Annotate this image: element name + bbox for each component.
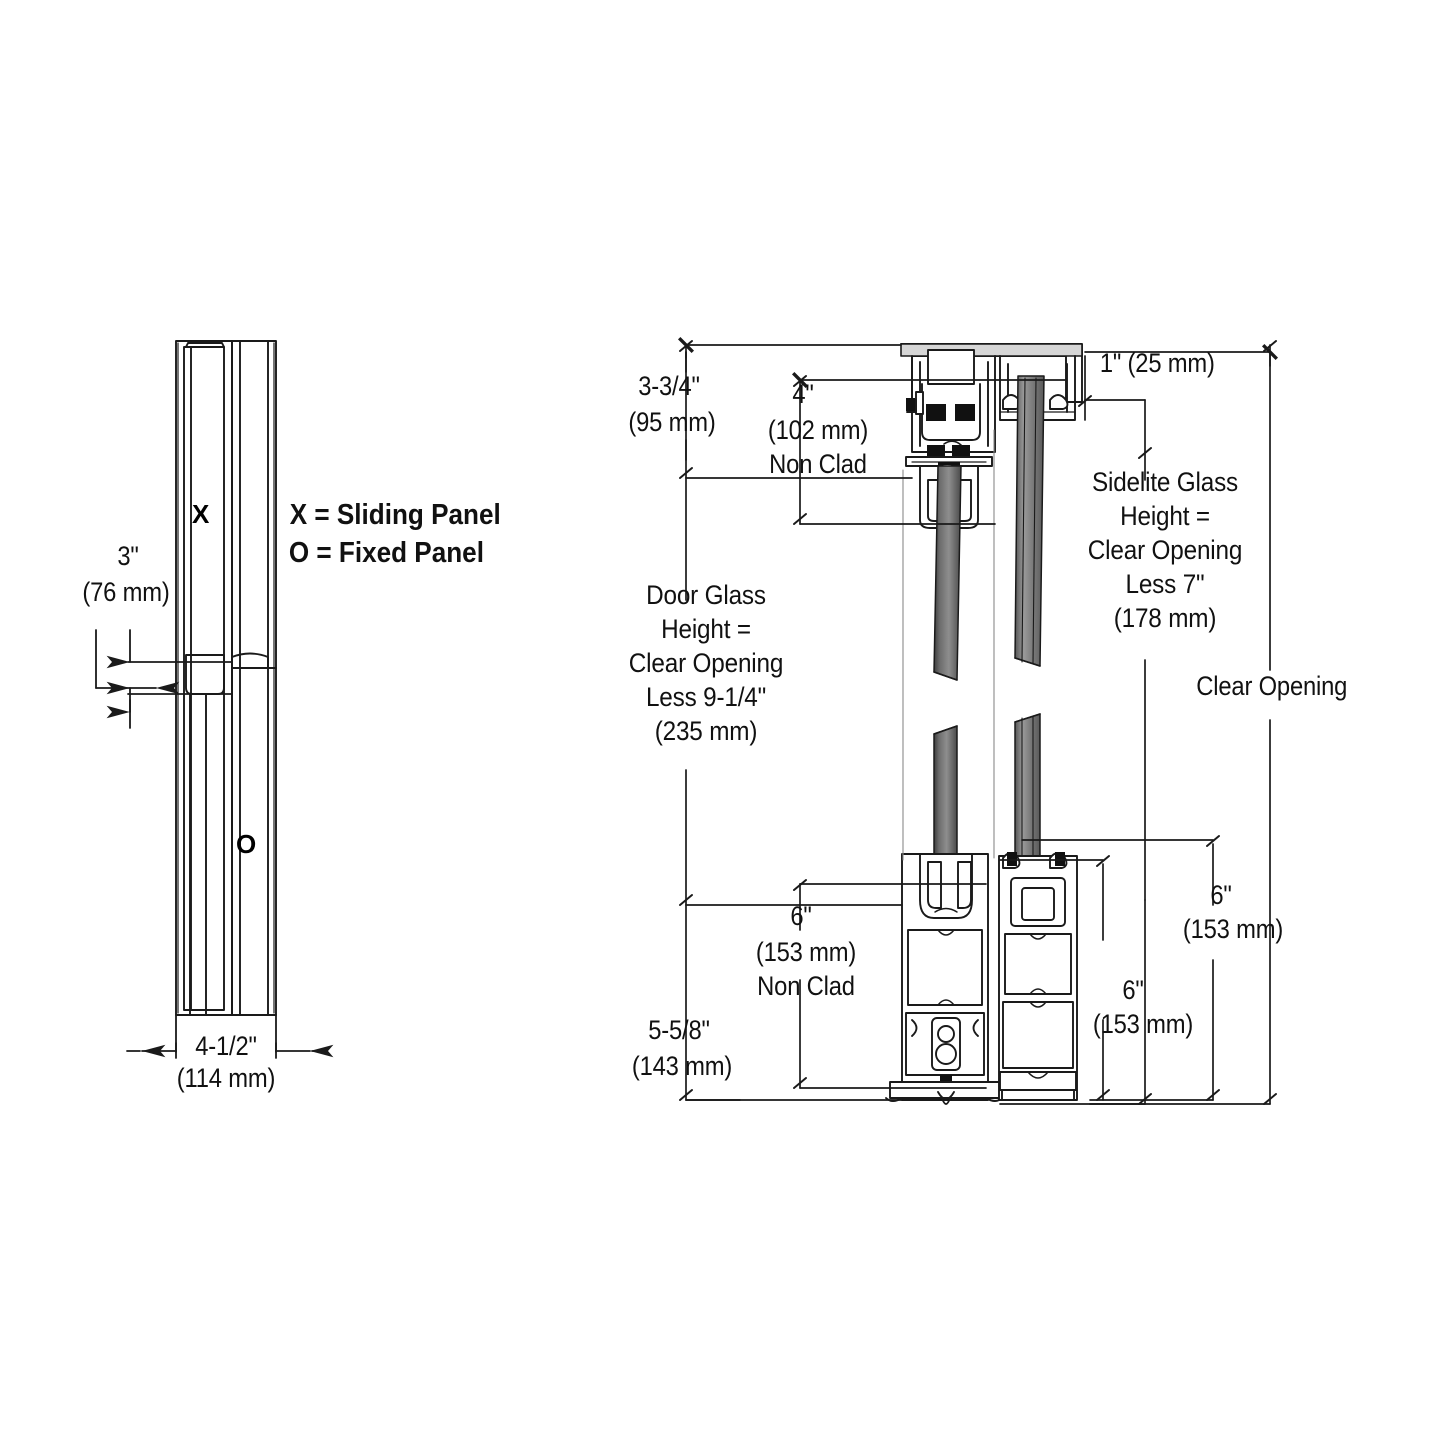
door-glass-height-line5: (235 mm) — [654, 716, 758, 746]
dim-sidelite-153mm-outer-metric: (153 mm) — [1182, 914, 1284, 944]
dim-4-5in-114mm — [126, 1014, 334, 1059]
door-glass-height-line1: Door Glass — [646, 580, 766, 610]
dim-3in-label: 3" — [117, 541, 139, 571]
dim-sidelite-6in-inner-imperial: 6" — [1122, 975, 1144, 1005]
dim-sidelite-6in-outer-imperial: 6" — [1210, 880, 1232, 910]
legend-fixed-panel: O = Fixed Panel — [288, 537, 484, 569]
panel-mark-sliding: X — [192, 499, 210, 529]
dim-sidelite-153mm-inner-metric: (153 mm) — [1092, 1009, 1194, 1039]
dim-5-5-8in-label: 5-5/8" — [648, 1015, 710, 1045]
dim-4in-non-clad-label: Non Clad — [769, 449, 867, 479]
door-glass-height-line4: Less 9-1/4" — [645, 682, 767, 712]
dim-1in-25mm-label: 1" (25 mm) — [1099, 348, 1215, 378]
right-section-geometry — [885, 343, 1083, 1105]
panel-mark-fixed: O — [236, 829, 257, 859]
dim-76mm-label: (76 mm) — [82, 577, 170, 607]
dim-6in-non-clad-note: Non Clad — [757, 971, 855, 1001]
sidelite-glass-height-line4: Less 7" — [1125, 569, 1205, 599]
sidelite-glass-height-line2: Height = — [1120, 501, 1210, 531]
left-plan-geometry — [175, 340, 277, 1016]
right-dimension-lines — [677, 336, 1279, 1105]
dim-6in-non-clad-imperial: 6" — [790, 901, 812, 931]
dim-153mm-non-clad-metric: (153 mm) — [755, 937, 857, 967]
dim-102mm-label: (102 mm) — [767, 415, 869, 445]
dim-4in-label: 4" — [792, 379, 814, 409]
legend-sliding-panel: X = Sliding Panel — [289, 499, 501, 531]
dim-143mm-label: (143 mm) — [631, 1051, 733, 1081]
dim-4-5in-label: 4-1/2" — [195, 1031, 257, 1061]
dim-114mm-label: (114 mm) — [176, 1063, 276, 1093]
sidelite-glass-height-line1: Sidelite Glass — [1091, 467, 1239, 497]
door-glass-height-line3: Clear Opening — [628, 648, 784, 678]
sidelite-glass-height-line5: (178 mm) — [1113, 603, 1217, 633]
dim-3in-76mm — [95, 629, 233, 729]
door-glass-height-line2: Height = — [661, 614, 751, 644]
dim-95mm-label: (95 mm) — [628, 407, 716, 437]
dim-3-3-4in-label: 3-3/4" — [638, 371, 700, 401]
dimension-arrow-ticks — [679, 340, 1277, 1105]
clear-opening-label: Clear Opening — [1196, 671, 1348, 701]
sidelite-glass-height-line3: Clear Opening — [1087, 535, 1243, 565]
